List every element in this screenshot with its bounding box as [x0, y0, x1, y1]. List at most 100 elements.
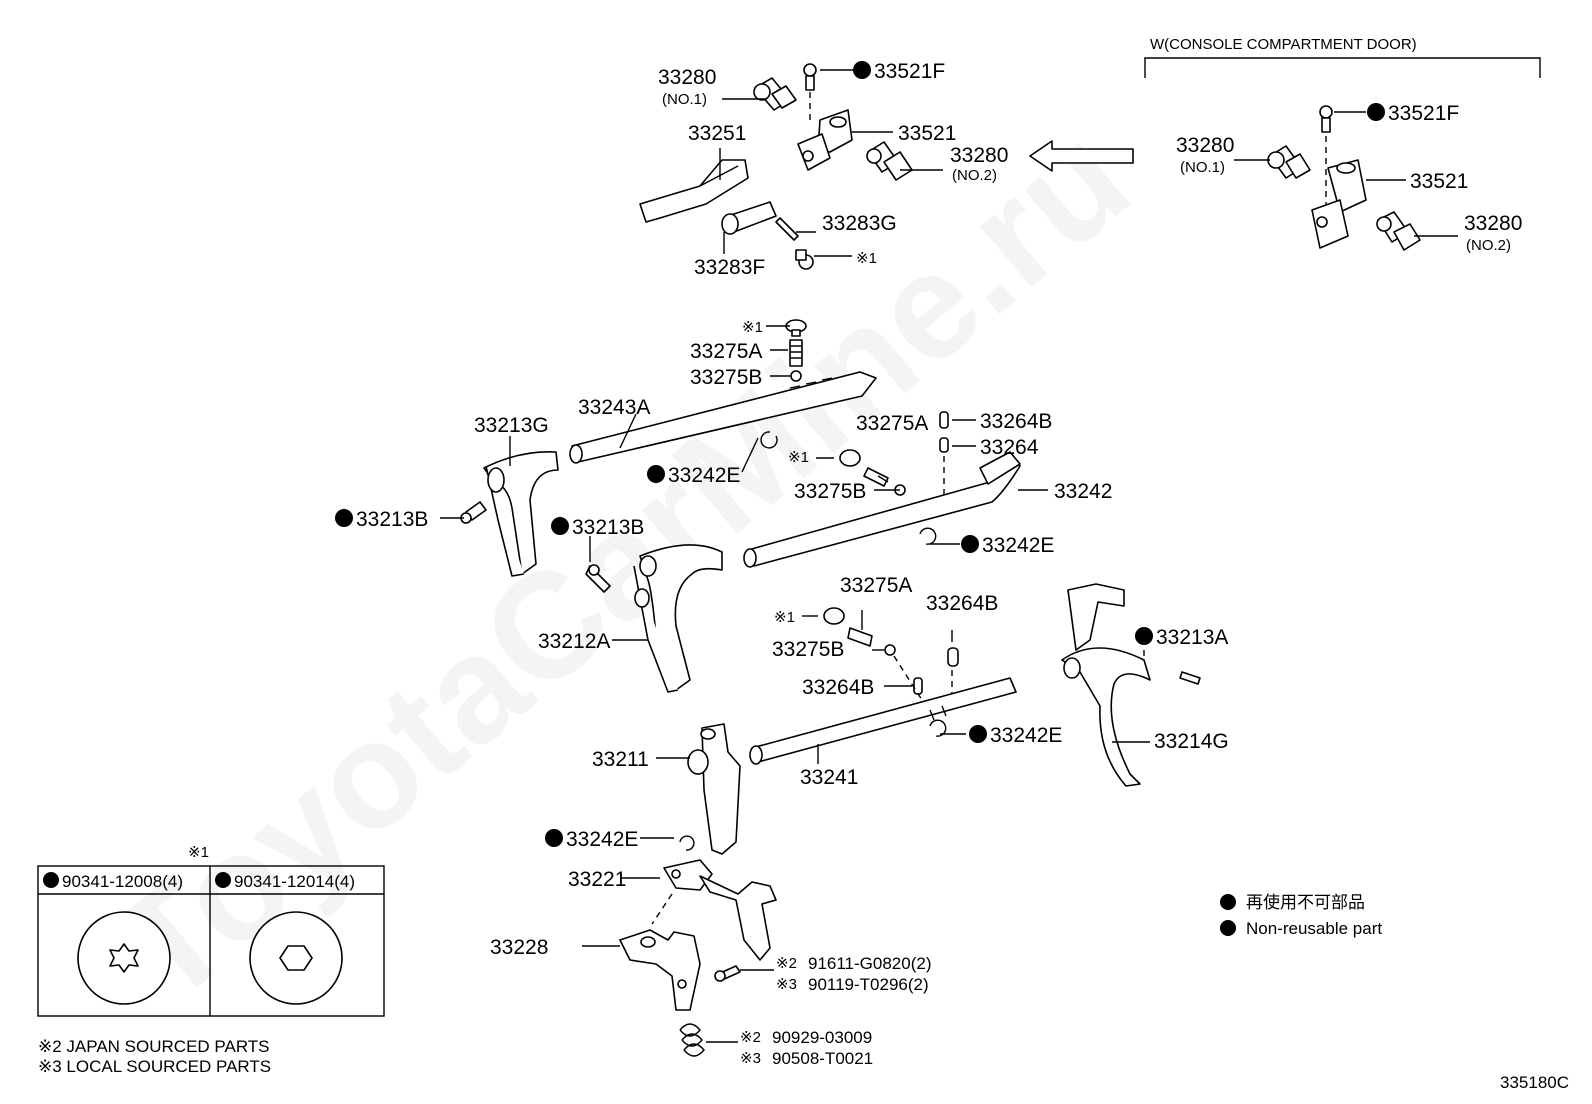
pin-33264B-b: [947, 647, 959, 667]
label-33275B-c: 33275B: [772, 638, 844, 661]
plug-33280-no2-variant: [1376, 211, 1421, 251]
legend: 再使用不可部品 Non-reusable part: [1220, 892, 1382, 938]
label-90508: 90508-T0021: [772, 1049, 873, 1068]
bolt-33521F-variant: [1319, 105, 1333, 133]
label-33228: 33228: [490, 936, 548, 959]
ref3-bolt: ※3: [776, 976, 797, 993]
plug-33280-no2: [866, 141, 913, 181]
bolt-inset-table: 90341-12008(4) 90341-12014(4): [37, 865, 385, 1017]
label-33521F: 33521F: [874, 60, 945, 83]
label-33242E-b: 33242E: [982, 534, 1054, 557]
label-33213A: 33213A: [1156, 626, 1228, 649]
label-ref1-mid: ※1: [742, 319, 763, 336]
ref2-bolt: ※2: [776, 955, 797, 972]
label-33264B-b: 33264B: [926, 592, 998, 615]
plunger-33283F: [721, 201, 777, 235]
label-33521: 33521: [898, 122, 956, 145]
inset-col1: 90341-12008(4): [62, 872, 183, 891]
fork-33213G: [483, 451, 559, 577]
e-ring-33242E-c: [929, 719, 947, 737]
bolt-ref1-shaft3: [823, 607, 845, 625]
label-33212A: 33212A: [538, 630, 610, 653]
bolt-33213B-mid: [585, 564, 611, 593]
inset-title: ※1: [188, 844, 209, 861]
pin-33264: [939, 437, 949, 453]
label-33280-no1-sub: (NO.1): [662, 91, 707, 108]
label-33283F: 33283F: [694, 256, 765, 279]
label-33275A-b: 33275A: [856, 412, 928, 435]
plug-33280-no1: [753, 77, 797, 111]
non-reusable-bullet: [853, 61, 871, 79]
label-33280-no1-variant-sub: (NO.1): [1180, 159, 1225, 176]
bolt-91611: [714, 965, 741, 982]
label-33242E-a: 33242E: [668, 464, 740, 487]
ref3-spring: ※3: [740, 1050, 761, 1067]
ball-33275B: [790, 370, 802, 382]
label-33241: 33241: [800, 766, 858, 789]
label-ref1-shaft3: ※1: [774, 609, 795, 626]
non-reusable-bullet: [1367, 103, 1385, 121]
label-33264B-a: 33264B: [980, 410, 1052, 433]
label-33213G: 33213G: [474, 414, 549, 437]
shaft-33251: [639, 159, 749, 223]
label-33275B-b: 33275B: [794, 480, 866, 503]
drawing-number: 335180C: [1500, 1073, 1569, 1092]
legend-ja: 再使用不可部品: [1246, 892, 1365, 912]
label-33521F-variant: 33521F: [1388, 102, 1459, 125]
label-33283G: 33283G: [822, 212, 897, 235]
label-ref1-shaft2: ※1: [788, 449, 809, 466]
ref2-spring: ※2: [740, 1029, 761, 1046]
shift-head-33211: [687, 723, 741, 855]
torx-socket-icon: [109, 943, 139, 973]
spring-33275A-b: [863, 467, 889, 487]
bolt-33521F: [803, 63, 817, 91]
label-33221: 33221: [568, 868, 626, 891]
variant-label: W(CONSOLE COMPARTMENT DOOR): [1150, 36, 1417, 53]
spring-90929: [679, 1023, 705, 1057]
label-91611: 91611-G0820(2): [808, 954, 932, 973]
label-33211: 33211: [592, 748, 649, 771]
label-33280-no1-variant: 33280: [1176, 134, 1234, 157]
label-33280-no2-variant: 33280: [1464, 212, 1522, 235]
bolt-ref1-top: [795, 249, 814, 270]
bolt-ref1-shaft2: [839, 449, 861, 467]
spring-33275A-c: [847, 627, 873, 647]
label-33280-no1: 33280: [658, 66, 716, 89]
e-ring-33242E-b: [919, 527, 937, 545]
pin-33264B-a: [939, 411, 949, 429]
lever-33228: [619, 929, 701, 1011]
label-33275B-a: 33275B: [690, 366, 762, 389]
spring-33275A: [789, 339, 803, 367]
label-33521-variant: 33521: [1410, 170, 1468, 193]
legend-en: Non-reusable part: [1246, 919, 1382, 938]
label-33242E-c: 33242E: [990, 724, 1062, 747]
label-33264: 33264: [980, 436, 1039, 459]
label-ref1: ※1: [856, 250, 877, 267]
bolt-33213B-left: [460, 501, 487, 524]
e-ring-33242E-a: [760, 431, 778, 449]
variant-bracket: [1144, 57, 1541, 78]
label-33213B-left: 33213B: [356, 508, 428, 531]
label-33242: 33242: [1054, 480, 1112, 503]
label-33213B-mid: 33213B: [572, 516, 644, 539]
lever-33521-variant: [1311, 159, 1367, 249]
pin-33264B-c: [913, 677, 923, 695]
lever-33521: [797, 109, 853, 171]
pin-33283G: [775, 217, 799, 241]
pin-33213A: [1179, 671, 1201, 685]
ball-33275B-c: [884, 644, 896, 656]
e-ring-33242E-d: [679, 835, 695, 851]
footnote-japan: ※2 JAPAN SOURCED PARTS: [38, 1037, 270, 1056]
label-90929: 90929-03009: [772, 1028, 872, 1047]
hex-socket-icon: [279, 945, 313, 971]
inset-col2: 90341-12014(4): [234, 872, 355, 891]
label-33264B-c: 33264B: [802, 676, 874, 699]
fork-33214G: [1061, 583, 1151, 787]
label-90119: 90119-T0296(2): [808, 975, 929, 994]
label-33275A-a: 33275A: [690, 340, 762, 363]
shaft-33243A: [569, 371, 877, 464]
label-33214G: 33214G: [1154, 730, 1229, 753]
label-33242E-d: 33242E: [566, 828, 638, 851]
